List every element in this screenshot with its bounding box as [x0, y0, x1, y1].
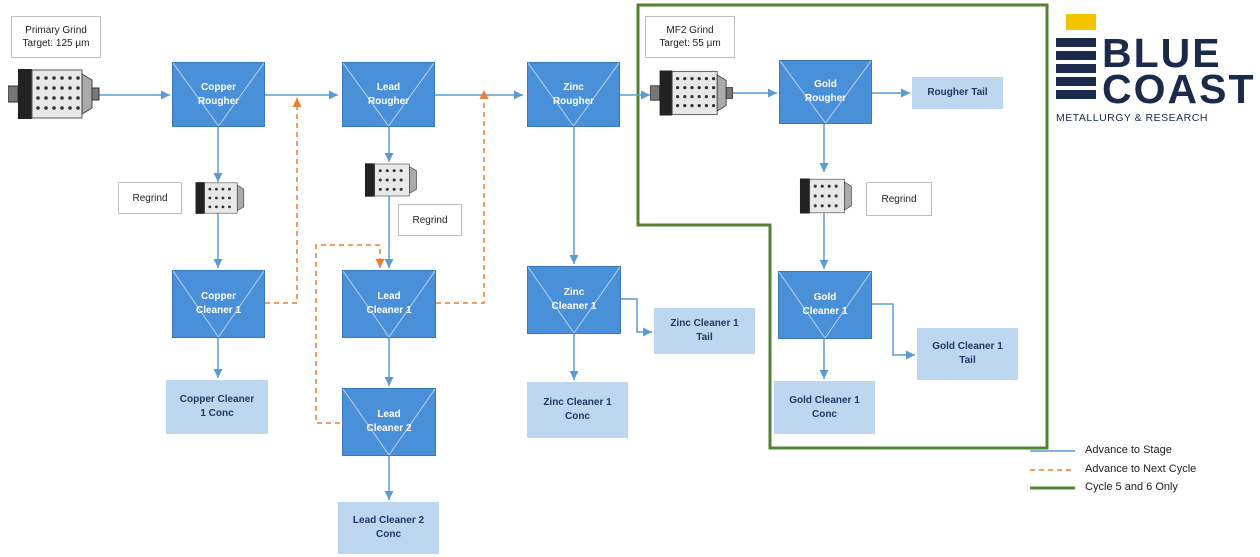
logo-line-2: COAST — [1102, 70, 1256, 108]
zinc-cleaner-1-tail-box: Zinc Cleaner 1 Tail — [654, 308, 755, 354]
zinc-rougher-label: Zinc Rougher — [528, 81, 619, 109]
copper-rougher-label: Copper Rougher — [173, 81, 264, 109]
zinc-cleaner-1-conc-box: Zinc Cleaner 1 Conc — [527, 382, 628, 438]
lead-cleaner-2-conc-box: Lead Cleaner 2 Conc — [338, 502, 439, 554]
lead-cleaner-2-cell: Lead Cleaner 2 — [342, 388, 436, 456]
gold-cleaner-1-tail-box: Gold Cleaner 1 Tail — [917, 328, 1018, 380]
advance-to-next-cycle-lines — [265, 90, 484, 423]
zinc-cleaner-1-label: Zinc Cleaner 1 — [528, 286, 620, 314]
legend-advance-stage: Advance to Stage — [1085, 444, 1172, 456]
zinc-cleaner-1-cell: Zinc Cleaner 1 — [527, 266, 621, 334]
primary-mill-icon — [8, 64, 100, 124]
lead-rougher-cell: Lead Rougher — [342, 62, 435, 127]
gold-regrind-mill-icon — [793, 175, 857, 217]
lead-regrind-note: Regrind — [398, 204, 462, 236]
gold-rougher-cell: Gold Rougher — [779, 60, 872, 124]
lead-cleaner-2-label: Lead Cleaner 2 — [343, 408, 435, 436]
gold-cleaner-1-conc-box: Gold Cleaner 1 Conc — [774, 381, 875, 434]
lead-cleaner-1-label: Lead Cleaner 1 — [343, 290, 435, 318]
blue-coast-logo-mark — [1056, 14, 1102, 106]
gold-regrind-note: Regrind — [866, 182, 932, 216]
legend-cycle-5-6: Cycle 5 and 6 Only — [1085, 481, 1178, 493]
zinc-rougher-cell: Zinc Rougher — [527, 62, 620, 127]
lead-regrind-mill-icon — [358, 160, 422, 200]
legend-advance-cycle: Advance to Next Cycle — [1085, 463, 1196, 475]
gold-rougher-label: Gold Rougher — [780, 78, 871, 106]
gold-cleaner-1-cell: Gold Cleaner 1 — [778, 271, 872, 339]
lead-rougher-label: Lead Rougher — [343, 81, 434, 109]
copper-rougher-cell: Copper Rougher — [172, 62, 265, 127]
copper-regrind-note: Regrind — [118, 182, 182, 214]
copper-cleaner-1-label: Copper Cleaner 1 — [173, 290, 264, 318]
logo-tagline: METALLURGY & RESEARCH — [1056, 112, 1208, 124]
copper-cleaner-1-cell: Copper Cleaner 1 — [172, 270, 265, 338]
mf2-grind-note: MF2 Grind Target: 55 µm — [645, 16, 735, 58]
copper-cleaner-1-conc-box: Copper Cleaner 1 Conc — [166, 380, 268, 434]
rougher-tail-box: Rougher Tail — [912, 77, 1003, 109]
gold-cleaner-1-label: Gold Cleaner 1 — [779, 291, 871, 319]
mf2-mill-icon — [648, 66, 736, 120]
primary-grind-note: Primary Grind Target: 125 µm — [11, 16, 101, 58]
copper-regrind-mill-icon — [189, 179, 249, 217]
lead-cleaner-1-cell: Lead Cleaner 1 — [342, 270, 436, 338]
